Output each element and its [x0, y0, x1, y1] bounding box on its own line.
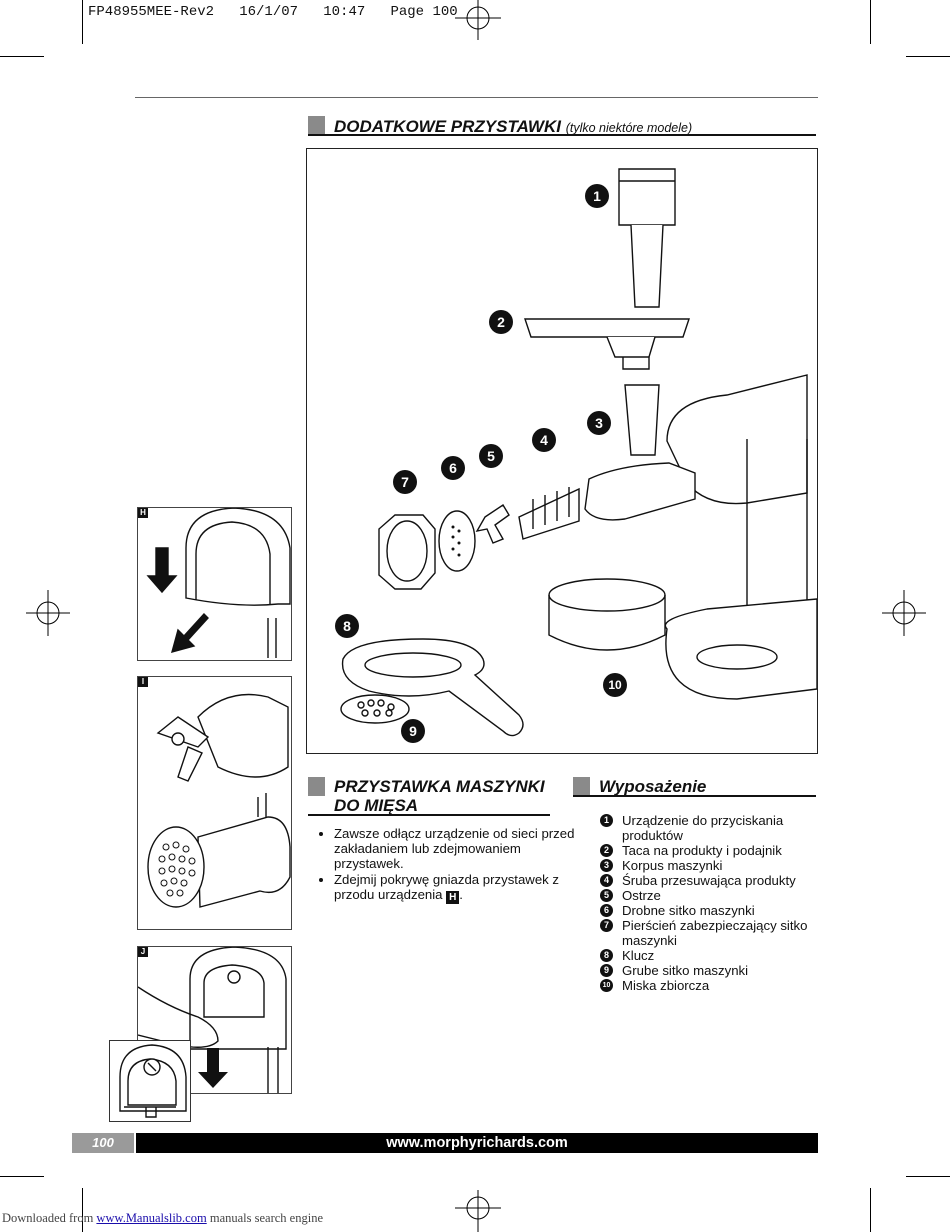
registration-mark-icon — [455, 1190, 501, 1232]
part-label: Taca na produkty i podajnik — [622, 843, 782, 858]
attachment-outlet-drawing — [138, 947, 287, 1093]
figure-j-inset — [109, 1040, 191, 1122]
main-subtitle-text: (tylko niektóre modele) — [565, 121, 693, 135]
part-number-icon: 7 — [600, 919, 613, 932]
instruction-text: Zawsze odłącz urządzenie od sieci przed … — [334, 826, 575, 871]
arrow-down-icon — [198, 1048, 228, 1088]
figure-j-label: J — [138, 947, 148, 957]
equipment-section-rule — [573, 795, 816, 797]
cover-removal-drawing — [146, 508, 291, 658]
part-number-icon: 10 — [600, 979, 613, 992]
outlet-closeup-drawing — [119, 1044, 187, 1118]
part-number-icon: 8 — [600, 949, 613, 962]
part-label: Drobne sitko maszynki — [622, 903, 755, 918]
ref-h-icon: H — [446, 891, 460, 904]
figure-i: I — [137, 676, 292, 930]
footer-website: www.morphyrichards.com — [386, 1135, 568, 1151]
callout-5: 5 — [479, 444, 503, 468]
main-title-text: DODATKOWE PRZYSTAWKI — [334, 117, 561, 136]
main-section-rule — [308, 134, 816, 136]
part-item: 7 Pierścień zabezpieczający sitko maszynk… — [600, 918, 815, 948]
figure-i-label: I — [138, 677, 148, 687]
main-section-title: DODATKOWE PRZYSTAWKI (tylko niektóre mod… — [334, 117, 692, 138]
main-illustration: 1 2 3 4 5 6 7 8 9 10 — [306, 148, 818, 754]
mincer-section-rule — [308, 814, 550, 816]
part-item: 6 Drobne sitko maszynki — [600, 903, 815, 918]
download-prefix: Downloaded from — [2, 1211, 94, 1225]
part-number-icon: 6 — [600, 904, 613, 917]
instruction-item: Zawsze odłącz urządzenie od sieci przed … — [334, 826, 584, 871]
crop-mark — [870, 1188, 871, 1232]
part-item: 1 Urządzenie do przyciskania produktów — [600, 813, 815, 843]
crop-mark — [0, 1176, 44, 1177]
part-label: Urządzenie do przyciskania produktów — [622, 813, 784, 843]
meat-mincer-exploded-view — [340, 168, 817, 737]
instruction-item: Zdejmij pokrywę gniazda przystawek z prz… — [334, 872, 584, 904]
part-number-icon: 1 — [600, 814, 613, 827]
callout-2: 2 — [489, 310, 513, 334]
crop-mark — [906, 1176, 950, 1177]
callout-3: 3 — [587, 411, 611, 435]
part-item: 10 Miska zbiorcza — [600, 978, 815, 993]
registration-mark-icon — [26, 590, 70, 636]
part-item: 8 Klucz — [600, 948, 815, 963]
section-marker — [308, 777, 325, 796]
part-label: Grube sitko maszynki — [622, 963, 749, 978]
footer-bar — [136, 1133, 818, 1153]
part-label: Korpus maszynki — [622, 858, 723, 873]
print-header: FP48955MEE-Rev2 16/1/07 10:47 Page 100 — [88, 4, 458, 20]
crop-mark — [870, 0, 871, 44]
mincer-title-line1: PRZYSTAWKA MASZYNKI — [334, 777, 545, 796]
part-item: 2 Taca na produkty i podajnik — [600, 843, 815, 858]
crop-mark — [906, 56, 950, 57]
footer-page-box — [72, 1133, 134, 1153]
top-rule — [135, 97, 818, 98]
callout-1: 1 — [585, 184, 609, 208]
section-marker — [573, 777, 590, 796]
part-item: 9 Grube sitko maszynki — [600, 963, 815, 978]
part-item: 3 Korpus maszynki — [600, 858, 815, 873]
part-number-icon: 3 — [600, 859, 613, 872]
instruction-text: Zdejmij pokrywę gniazda przystawek z prz… — [334, 872, 560, 902]
mincer-instructions: Zawsze odłącz urządzenie od sieci przed … — [306, 826, 584, 905]
crop-mark — [0, 56, 44, 57]
mincer-title-line2: DO MIĘSA — [334, 796, 419, 815]
figure-j: J — [137, 946, 292, 1094]
part-label: Śruba przesuwająca produkty — [622, 873, 796, 888]
part-number-icon: 9 — [600, 964, 613, 977]
part-number-icon: 5 — [600, 889, 613, 902]
part-label: Ostrze — [622, 888, 661, 903]
callout-10: 10 — [603, 673, 627, 697]
callout-8: 8 — [335, 614, 359, 638]
part-item: 4 Śruba przesuwająca produkty — [600, 873, 815, 888]
mincer-section-title: PRZYSTAWKA MASZYNKI DO MIĘSA — [334, 777, 554, 815]
crop-mark — [82, 0, 83, 44]
part-number-icon: 4 — [600, 874, 613, 887]
registration-mark-icon — [882, 590, 926, 636]
callout-6: 6 — [441, 456, 465, 480]
figure-h-label: H — [138, 508, 148, 518]
end-punct: . — [459, 887, 463, 902]
registration-mark-icon — [455, 0, 501, 40]
callout-4: 4 — [532, 428, 556, 452]
callout-9: 9 — [401, 719, 425, 743]
equipment-section-title: Wyposażenie — [599, 777, 707, 796]
download-notice: Downloaded from www.Manualslib.com manua… — [2, 1211, 323, 1226]
part-number-icon: 2 — [600, 844, 613, 857]
part-label: Pierścień zabezpieczający sitko maszynki — [622, 918, 808, 948]
figure-h: H — [137, 507, 292, 661]
crop-mark — [82, 1188, 83, 1232]
section-marker — [308, 116, 325, 135]
part-label: Miska zbiorcza — [622, 978, 710, 993]
callout-7: 7 — [393, 470, 417, 494]
download-suffix: manuals search engine — [209, 1211, 323, 1225]
part-item: 5 Ostrze — [600, 888, 815, 903]
manualslib-link[interactable]: www.Manualslib.com — [96, 1211, 207, 1225]
part-label: Klucz — [622, 948, 655, 963]
footer-page-number: 100 — [92, 1135, 114, 1150]
blade-and-plate-drawing — [147, 693, 291, 908]
